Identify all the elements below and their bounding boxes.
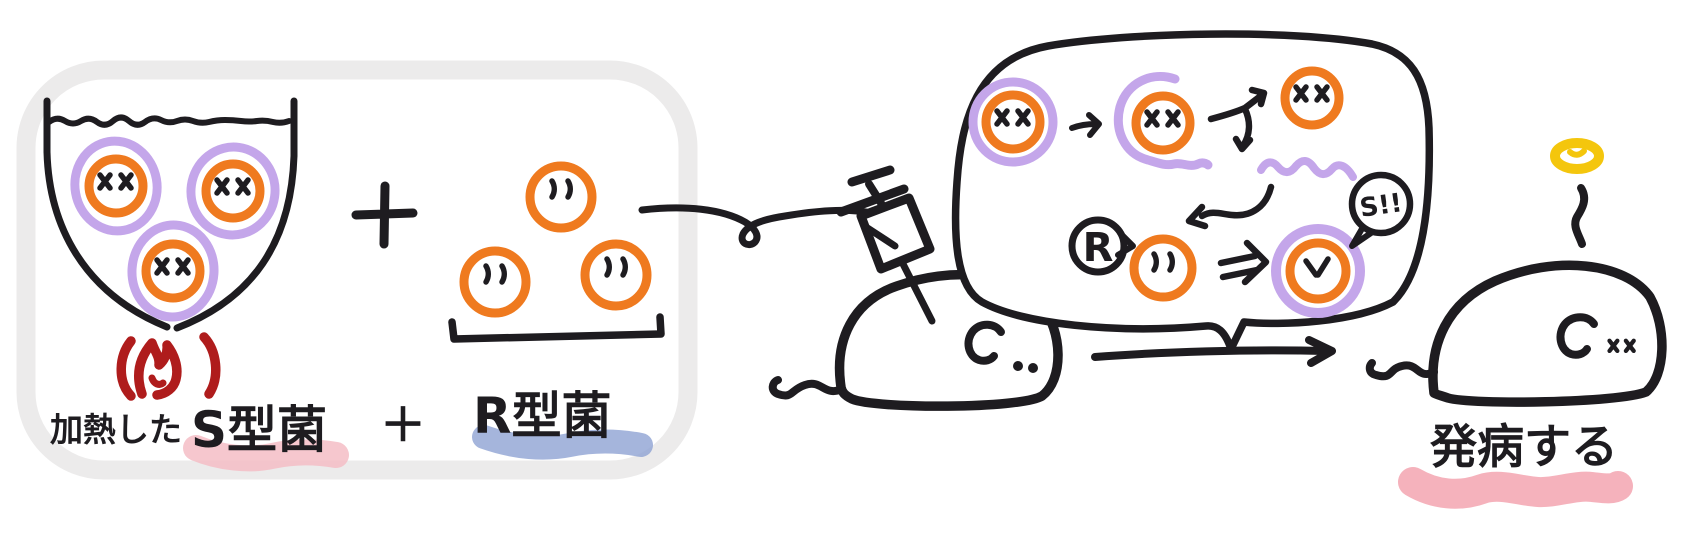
double-arrow-icon [1217, 239, 1270, 286]
flame-body [134, 338, 182, 400]
left-panel-frame [16, 60, 698, 480]
soul-squiggle [1571, 184, 1589, 248]
r-type-label: R型菌 [473, 387, 612, 445]
mouse-ear [1556, 313, 1598, 359]
flame-right-arc [199, 332, 221, 399]
r-bubble-outline [1068, 216, 1128, 276]
capsule-ring-icon [968, 77, 1058, 167]
underline-bracket-icon [448, 313, 665, 343]
capsule-ring-icon [70, 136, 162, 236]
live-r-bacterium-icon [530, 166, 592, 228]
beaker-icon [43, 97, 298, 332]
progress-arrow-icon [1091, 336, 1336, 367]
dead-s-bacterium-capsule-opening [1113, 72, 1213, 170]
plus-icon [351, 181, 418, 249]
dead-s-bacterium-body [206, 164, 260, 218]
syringe-barrel [856, 193, 935, 274]
flame-left-arc [116, 336, 136, 401]
s-type-label: S型菌 [191, 401, 327, 459]
live-r-bacterium-icon [1129, 234, 1197, 302]
outcome-label: 発病する [1430, 420, 1618, 475]
live-r-bacterium-icon [464, 251, 526, 313]
mouse-eye [1013, 361, 1023, 371]
opening-capsule-ring-icon [1113, 72, 1213, 170]
mouse-tail [768, 376, 846, 400]
beaker-left-wall [43, 97, 171, 331]
mouse-tail [1365, 359, 1438, 381]
s-exclaim-label: S!! [1358, 188, 1404, 224]
capsule-strand-icon [1257, 157, 1357, 181]
water-line [46, 114, 292, 128]
r-label-bubble: R [1068, 216, 1136, 276]
s-exclaim-bubble: S!! [1348, 171, 1414, 249]
syringe-needle [898, 258, 936, 325]
plus-label: ＋ [380, 398, 426, 452]
s-bubble-outline [1348, 171, 1414, 237]
capsule-ring-icon [1271, 224, 1365, 318]
syringe-plunger-top [847, 165, 895, 187]
fire-icon [116, 332, 221, 401]
s-bubble-tail [1349, 224, 1374, 249]
live-r-bacteria-group [448, 166, 665, 343]
flame-inner-curl [148, 374, 167, 388]
halo-icon [1550, 138, 1604, 174]
halo-inner-notch [1567, 148, 1587, 158]
mouse-body [1428, 260, 1667, 407]
transformation-thought-bubble: R S!! [951, 30, 1434, 353]
small-right-arrow-icon [1069, 112, 1102, 138]
branching-arrow-icon [1207, 86, 1268, 153]
transformed-bacterium-body [1285, 238, 1351, 304]
heated-label: 加熱した [50, 410, 182, 449]
dead-s-bacterium-icon [127, 220, 219, 322]
uptake-curved-arrow-icon [1185, 183, 1275, 230]
transfer-connector-line [638, 204, 876, 249]
syringe-plunger-seal [862, 223, 899, 250]
transformed-s-bacterium-icon [1271, 224, 1365, 318]
mouse-diseased-icon [1365, 138, 1667, 407]
dead-s-bacterium-capsuled [968, 77, 1058, 167]
mouse-eye [1028, 363, 1038, 373]
capsule-ring-icon [127, 220, 219, 322]
beaker-right-wall [173, 97, 298, 332]
mouse-ear [964, 320, 1005, 365]
dead-s-bacterium-icon [186, 142, 280, 240]
dead-s-bacterium-body [146, 244, 200, 298]
syringe-icon [836, 165, 936, 325]
dead-s-bacterium-body [89, 159, 143, 213]
r-bubble-tail [1115, 230, 1136, 258]
dead-s-bacterium-icon [70, 136, 162, 236]
r-type-highlight [472, 425, 653, 460]
r-badge-label: R [1083, 225, 1114, 271]
capsule-ring-icon [186, 142, 280, 240]
heat-killed-s-bacteria-group [70, 136, 280, 322]
syringe-flange [836, 184, 909, 217]
live-r-bacterium-icon [585, 244, 647, 306]
outcome-highlight [1398, 467, 1633, 509]
s-type-highlight [183, 435, 349, 472]
live-r-bacterium-body [1129, 234, 1197, 302]
